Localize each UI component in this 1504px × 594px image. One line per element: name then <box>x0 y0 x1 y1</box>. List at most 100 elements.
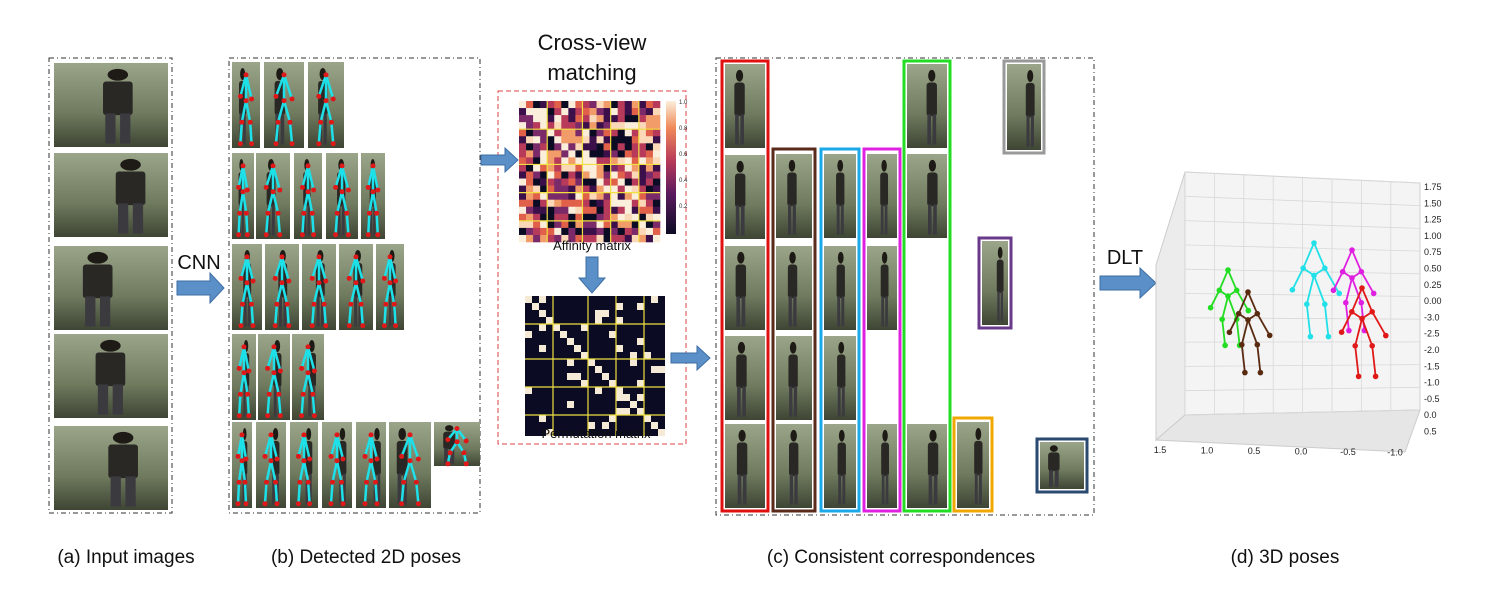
affinity-cell <box>652 164 661 172</box>
pose-crop-r3-c1-person-leg <box>247 295 251 327</box>
pose-crop-r5-c1-joint <box>236 479 242 485</box>
input-image-3-person-leg <box>85 296 96 327</box>
pose-crop-r3-c2-bone <box>273 304 279 326</box>
3d-floor <box>1154 409 1421 453</box>
pose-crop-r1-c2-bone <box>274 122 280 144</box>
pose-crop-r3-c4-bone <box>354 282 363 305</box>
affinity-cell <box>547 178 555 186</box>
correspondence-group-9 <box>1035 437 1089 494</box>
input-image-5-person-leg <box>125 476 136 507</box>
correspondence-crop-g3-1-person-leg <box>840 204 844 235</box>
3d-z-tick-label: -3.0 <box>1424 312 1440 322</box>
pose-crop-r2-c5-joint <box>365 232 371 238</box>
correspondence-crop-g8-1-background <box>982 241 1008 325</box>
affinity-cell <box>645 115 654 123</box>
permutation-cell <box>546 429 553 436</box>
affinity-cell <box>533 136 541 144</box>
affinity-cell <box>652 129 661 137</box>
correspondence-crop-g2-4-person-torso <box>789 442 799 477</box>
affinity-cell <box>526 143 534 151</box>
skeleton-green-joint <box>1225 293 1231 299</box>
correspondence-crop-g1-1-person-torso <box>734 82 745 117</box>
affinity-cell <box>624 143 633 151</box>
affinity-cell <box>596 101 604 109</box>
pose-crop-r1-c2-bone <box>276 100 286 123</box>
affinity-cell <box>519 157 527 165</box>
affinity-cell <box>638 115 647 123</box>
skeleton-green-bone <box>1235 289 1250 312</box>
affinity-cell <box>631 171 640 179</box>
pose-crop-r5-c6-bone <box>402 460 412 483</box>
affinity-cell <box>554 227 562 236</box>
skeleton-green-bone <box>1227 295 1238 320</box>
correspondence-crop-g7-1-person-leg <box>1030 115 1034 147</box>
pose-crop-r1-c2-joint <box>281 98 287 104</box>
affinity-cell <box>645 108 654 116</box>
pose-crop-r1-c3-joint <box>323 98 329 104</box>
affinity-cell <box>526 199 534 208</box>
skeleton-green-joint <box>1225 267 1231 273</box>
affinity-cell <box>652 178 661 186</box>
3d-z-tick-label: -1.0 <box>1424 378 1440 388</box>
pose-crop-r4-c2-joint <box>276 391 282 397</box>
permutation-cell <box>616 303 623 310</box>
pose-crop-r5-c7-bone <box>455 427 468 442</box>
affinity-cell <box>519 199 527 208</box>
affinity-cell <box>624 199 633 208</box>
correspondence-crop-g1-5 <box>725 424 765 508</box>
correspondence-crop-g6-1-person-leg <box>974 473 978 505</box>
pose-crop-r2-c2 <box>256 153 290 239</box>
affinity-cell <box>561 220 569 229</box>
affinity-cell <box>631 199 640 208</box>
3d-z-tick-label: -2.0 <box>1424 345 1440 355</box>
pose-crop-r2-c3-bone <box>301 213 306 235</box>
skeleton-green-bone <box>1218 269 1229 291</box>
correspondence-crop-g3-2-person-leg <box>841 296 845 327</box>
affinity-cell <box>575 115 583 123</box>
pose-crop-r2-c2-joint <box>270 163 276 169</box>
pose-crop-r3-c2-bone <box>274 256 284 279</box>
affinity-cell <box>603 101 611 109</box>
pose-crop-r1-c1-person-head <box>240 68 246 81</box>
pose-crop-r5-c2-joint <box>264 479 269 485</box>
affinity-cell <box>624 192 633 200</box>
affinity-cell <box>533 220 541 229</box>
affinity-cell <box>561 129 569 137</box>
pose-crop-r3-c1 <box>232 244 262 330</box>
affinity-cell <box>652 157 661 165</box>
pose-crop-r2-c5-joint <box>365 184 371 190</box>
affinity-cell <box>589 108 597 116</box>
affinity-cell <box>554 150 562 158</box>
pose-crop-r2-c4-bone <box>335 191 344 214</box>
skeleton-magenta-bone <box>1332 271 1344 291</box>
affinity-cell <box>645 206 654 215</box>
pose-crop-r3-c1-joint <box>244 280 250 286</box>
skeleton-magenta-joint <box>1346 327 1352 334</box>
pose-crop-r5-c2-person-leg <box>272 473 275 505</box>
pose-crop-r2-c4-joint <box>339 189 345 195</box>
affinity-cell <box>631 101 640 109</box>
affinity-cell <box>561 136 569 144</box>
affinity-cell <box>568 108 576 116</box>
pose-crop-r5-c4-bone <box>335 460 343 483</box>
affinity-cell <box>589 192 597 200</box>
affinity-cell <box>582 150 590 158</box>
affinity-cell <box>519 192 527 200</box>
pose-crop-r3-c2-joint <box>279 280 285 286</box>
pose-crop-r4-c3-person-leg <box>308 385 312 417</box>
pose-crop-r4-c3-bone <box>311 394 316 416</box>
affinity-cell <box>575 185 583 193</box>
pose-crop-r5-c7-joint <box>454 426 460 432</box>
pose-crop-r5-c6-joint <box>407 458 413 464</box>
pose-crop-r2-c2-person-leg <box>267 204 271 236</box>
affinity-cell <box>638 185 647 193</box>
skeleton-magenta-joint <box>1358 299 1365 306</box>
affinity-cell <box>526 178 534 186</box>
pose-crop-r4-c2-person-leg <box>273 385 277 417</box>
skeleton-brown-bone <box>1240 344 1246 373</box>
pose-crop-r5-c4-bone <box>329 434 339 457</box>
pose-crop-r2-c5-bone <box>366 165 375 188</box>
affinity-cell <box>582 143 590 151</box>
pose-crop-r3-c5-bone <box>383 304 388 326</box>
skeleton-red-bone <box>1361 318 1374 347</box>
